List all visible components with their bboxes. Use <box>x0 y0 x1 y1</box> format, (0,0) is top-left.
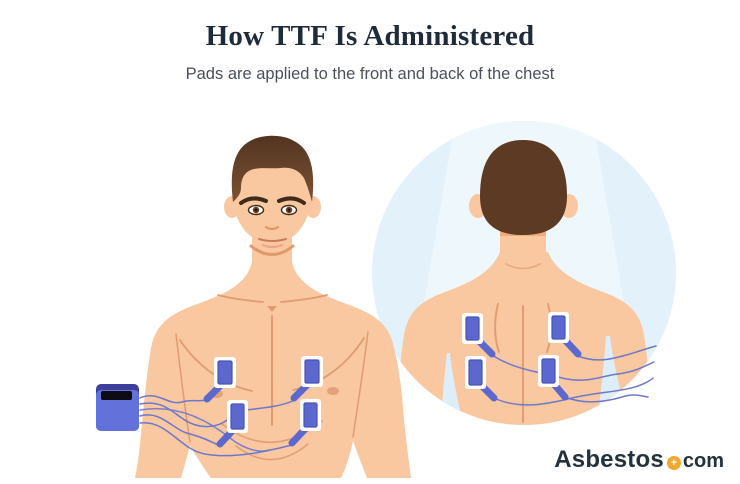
page-subtitle: Pads are applied to the front and back o… <box>185 65 555 83</box>
front-pads <box>203 356 323 448</box>
pupil-left <box>254 208 258 212</box>
back-figure <box>395 121 653 425</box>
back-pads <box>462 312 582 402</box>
front-face <box>233 148 311 244</box>
logo-name: Asbestos <box>554 446 664 473</box>
nipple-right <box>327 387 339 395</box>
nose <box>265 226 279 230</box>
eyebrow-left <box>239 196 268 205</box>
front-hair <box>231 135 314 202</box>
back-wires <box>491 345 657 406</box>
asbestos-logo: Asbestos + com <box>554 446 724 474</box>
device-body <box>96 390 139 431</box>
eyebrow-right <box>277 196 306 205</box>
ttf-device <box>96 384 139 431</box>
back-pad-lower-right <box>538 355 569 401</box>
back-pad-upper-left <box>462 313 496 358</box>
device-slot <box>101 391 132 400</box>
header: How TTF Is Administered Pads are applied… <box>0 0 740 84</box>
front-figure <box>135 135 411 478</box>
page-title: How TTF Is Administered <box>205 20 535 52</box>
back-head-hair <box>480 140 567 235</box>
front-pad-upper-left <box>203 357 236 403</box>
back-pad-upper-right <box>548 312 582 358</box>
jaw-shadow <box>249 244 295 256</box>
lower-lip <box>261 243 284 249</box>
plus-badge-icon: + <box>666 456 681 470</box>
front-neck <box>240 230 305 292</box>
front-pad-upper-right <box>290 356 323 402</box>
back-pad-lower-left <box>465 356 498 402</box>
mouth <box>258 238 287 242</box>
pupil-right <box>287 208 291 212</box>
back-view-inset <box>372 121 676 425</box>
front-pad-lower-right <box>288 399 321 447</box>
logo-tld: com <box>682 450 724 472</box>
front-facial-features <box>239 196 306 249</box>
front-pad-lower-left <box>216 400 248 448</box>
